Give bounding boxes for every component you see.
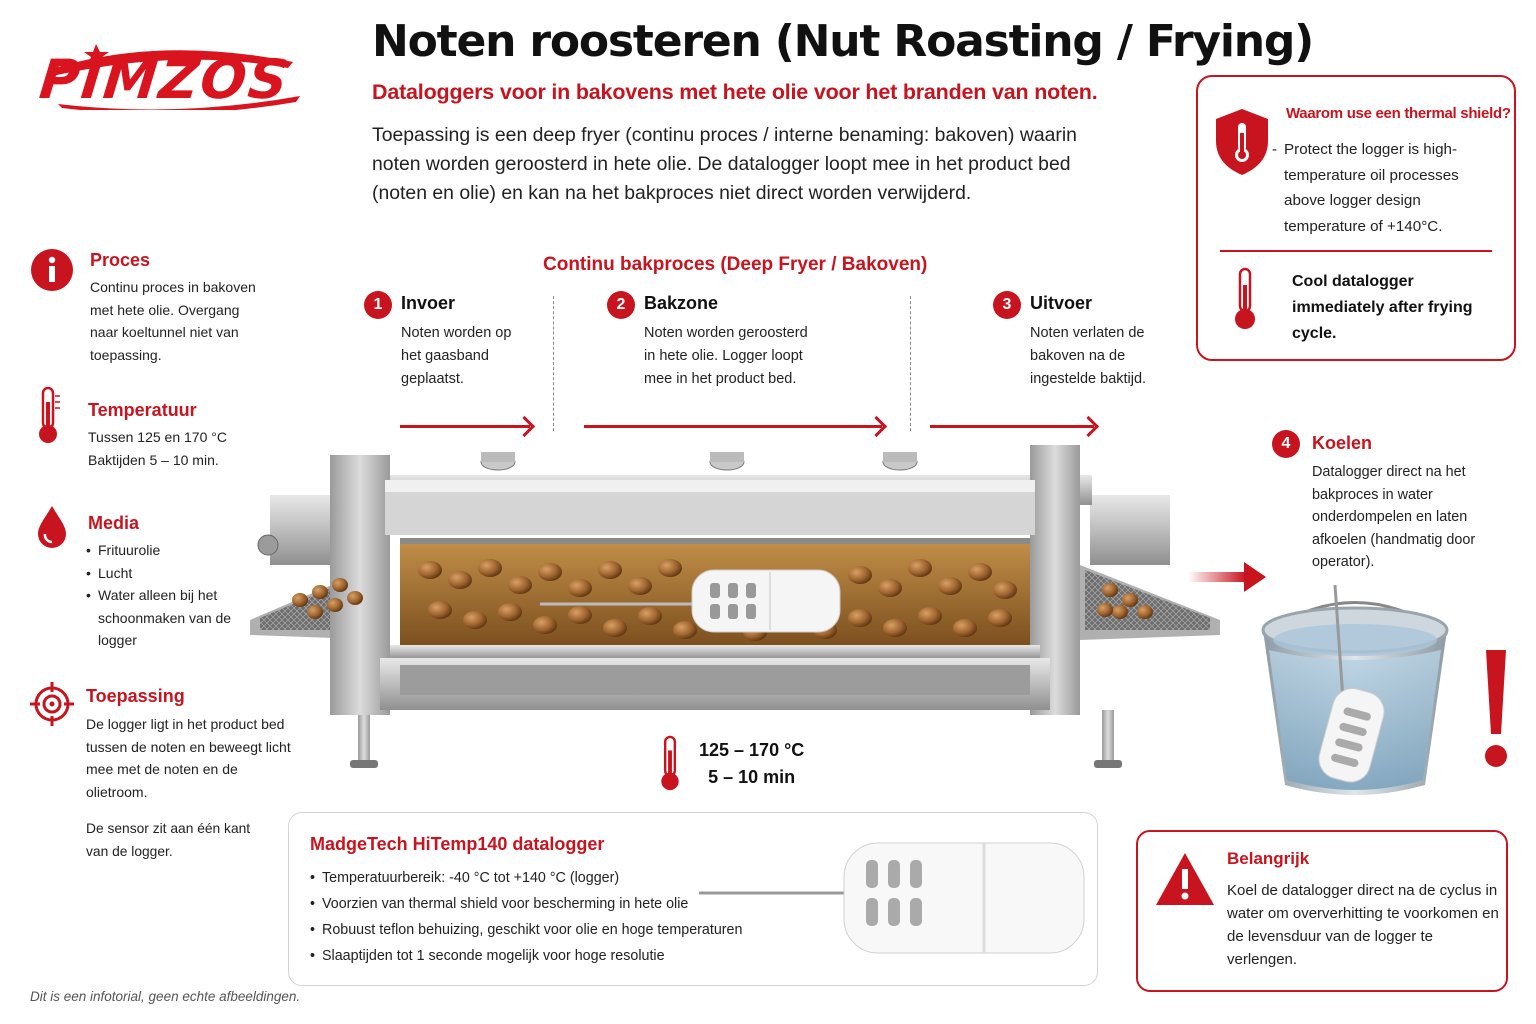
machine-temperature: 125 – 170 °C 5 – 10 min [655,735,815,791]
logo-swoosh-icon [48,44,300,110]
cooling-body: Datalogger direct na het bakproces in wa… [1312,464,1476,571]
brand-logo: PIMZOS [36,40,308,111]
temperatuur-body: Tussen 125 en 170 °C Baktijden 5 – 10 mi… [88,426,308,471]
logger-title: MadgeTech HiTemp140 datalogger [310,834,605,854]
media-list: Frituurolie Lucht Water alleen bij het s… [86,539,236,652]
water-bucket-illustration [1261,584,1449,795]
step-title: Invoer [401,293,456,313]
drop-icon [28,503,76,551]
machine-time-range: 5 – 10 min [708,767,796,787]
intro-text: Toepassing is een deep fryer (continu pr… [372,124,1077,204]
temperatuur-time: Baktijden 5 – 10 min. [88,451,219,468]
media-item: Lucht [86,562,236,585]
step-body: Noten verlaten de bakoven na de ingestel… [1030,325,1147,387]
media-title: Media [88,513,140,533]
step-number-badge: 1 [364,291,392,319]
thermometer-icon [661,735,679,791]
step-title: Bakzone [644,293,719,313]
step-number-badge: 2 [607,291,635,319]
target-icon [28,680,76,728]
temperatuur-range: Tussen 125 en 170 °C [88,429,227,445]
process-title: Continu bakproces (Deep Fryer / Bakoven) [543,254,928,275]
shield-icon [1216,109,1268,175]
important-body: Koel de datalogger direct na de cyclus i… [1227,882,1499,968]
logger-spec-item: Robuust teflon behuizing, geschikt voor … [310,917,742,943]
info-icon [28,246,76,294]
shield-question: Waarom use een thermal shield? [1286,105,1511,122]
sidebar-proces: Proces Continu proces in bakoven met het… [28,246,308,366]
toepassing-body: De logger ligt in het product bed tussen… [86,713,298,863]
shield-cool-text: Cool datalogger immediately after frying… [1292,273,1473,342]
cooling-title: Koelen [1312,433,1373,453]
machine-temp-range: 125 – 170 °C [699,740,805,760]
fryer-machine-illustration [250,445,1220,768]
logger-info-panel: MadgeTech HiTemp140 datalogger Temperatu… [288,812,1098,986]
flow-arrow-icon [400,425,530,428]
step-uitvoer: 3 Uitvoer Noten verlaten de bakoven na d… [993,291,1193,421]
toepassing-sensor-text: De sensor zit aan één kant van de logger… [86,821,251,859]
arrow-right-icon [1188,562,1266,592]
footer-disclaimer: Dit is een infotorial, geen echte afbeel… [30,989,301,1004]
step-divider [910,296,911,431]
logger-spec-list: Temperatuurbereik: -40 °C tot +140 °C (l… [310,865,742,969]
logo-text: PIMZOS [36,48,293,111]
step-number-badge: 3 [993,291,1021,319]
thermometer-icon [28,386,68,443]
page-subtitle: Dataloggers voor in bakovens met hete ol… [372,80,1098,104]
divider [1220,250,1492,252]
important-title: Belangrijk [1227,849,1310,868]
thermal-shield-panel: Waarom use een thermal shield? -Protect … [1196,75,1516,361]
temperatuur-title: Temperatuur [88,400,197,420]
datalogger-image [699,842,1085,954]
page-title: Noten roosteren (Nut Roasting / Frying) [372,16,1314,67]
step-invoer: 1 Invoer Noten worden op het gaasband ge… [364,291,564,411]
shield-body-text: Protect the logger is high-temperature o… [1284,141,1459,235]
important-panel: Belangrijk Koel de datalogger direct na … [1136,830,1508,992]
step-number-badge: 4 [1272,430,1300,458]
media-item: Water alleen bij het schoonmaken van de … [86,584,236,652]
step-bakzone: 2 Bakzone Noten worden geroosterd in het… [607,291,808,421]
thermometer-icon [1235,267,1255,329]
flow-arrow-icon [584,425,882,428]
exclamation-icon [1485,650,1507,767]
step-title: Uitvoer [1030,293,1093,313]
machine-temp-values: 125 – 170 °C 5 – 10 min [699,737,804,791]
sidebar-toepassing: Toepassing De logger ligt in het product… [28,680,308,860]
flow-arrow-icon [930,425,1094,428]
step-body: Noten worden geroosterd in hete olie. Lo… [644,325,808,387]
logger-spec-item: Slaaptijden tot 1 seconde mogelijk voor … [310,943,742,969]
media-item: Frituurolie [86,539,236,562]
proces-body: Continu proces in bakoven met hete olie.… [90,279,256,363]
toepassing-text: De logger ligt in het product bed tussen… [86,716,291,800]
sidebar-temperatuur: Temperatuur Tussen 125 en 170 °C Baktijd… [28,386,308,482]
warning-icon [1156,853,1214,905]
step-divider [553,296,554,431]
logger-spec-item: Voorzien van thermal shield voor bescher… [310,891,742,917]
toepassing-title: Toepassing [86,686,185,706]
proces-title: Proces [90,250,151,270]
step-body: Noten worden op het gaasband geplaatst. [401,325,512,387]
sidebar-media: Media Frituurolie Lucht Water alleen bij… [28,503,308,663]
logger-spec-item: Temperatuurbereik: -40 °C tot +140 °C (l… [310,865,742,891]
shield-body: -Protect the logger is high-temperature … [1272,141,1459,235]
